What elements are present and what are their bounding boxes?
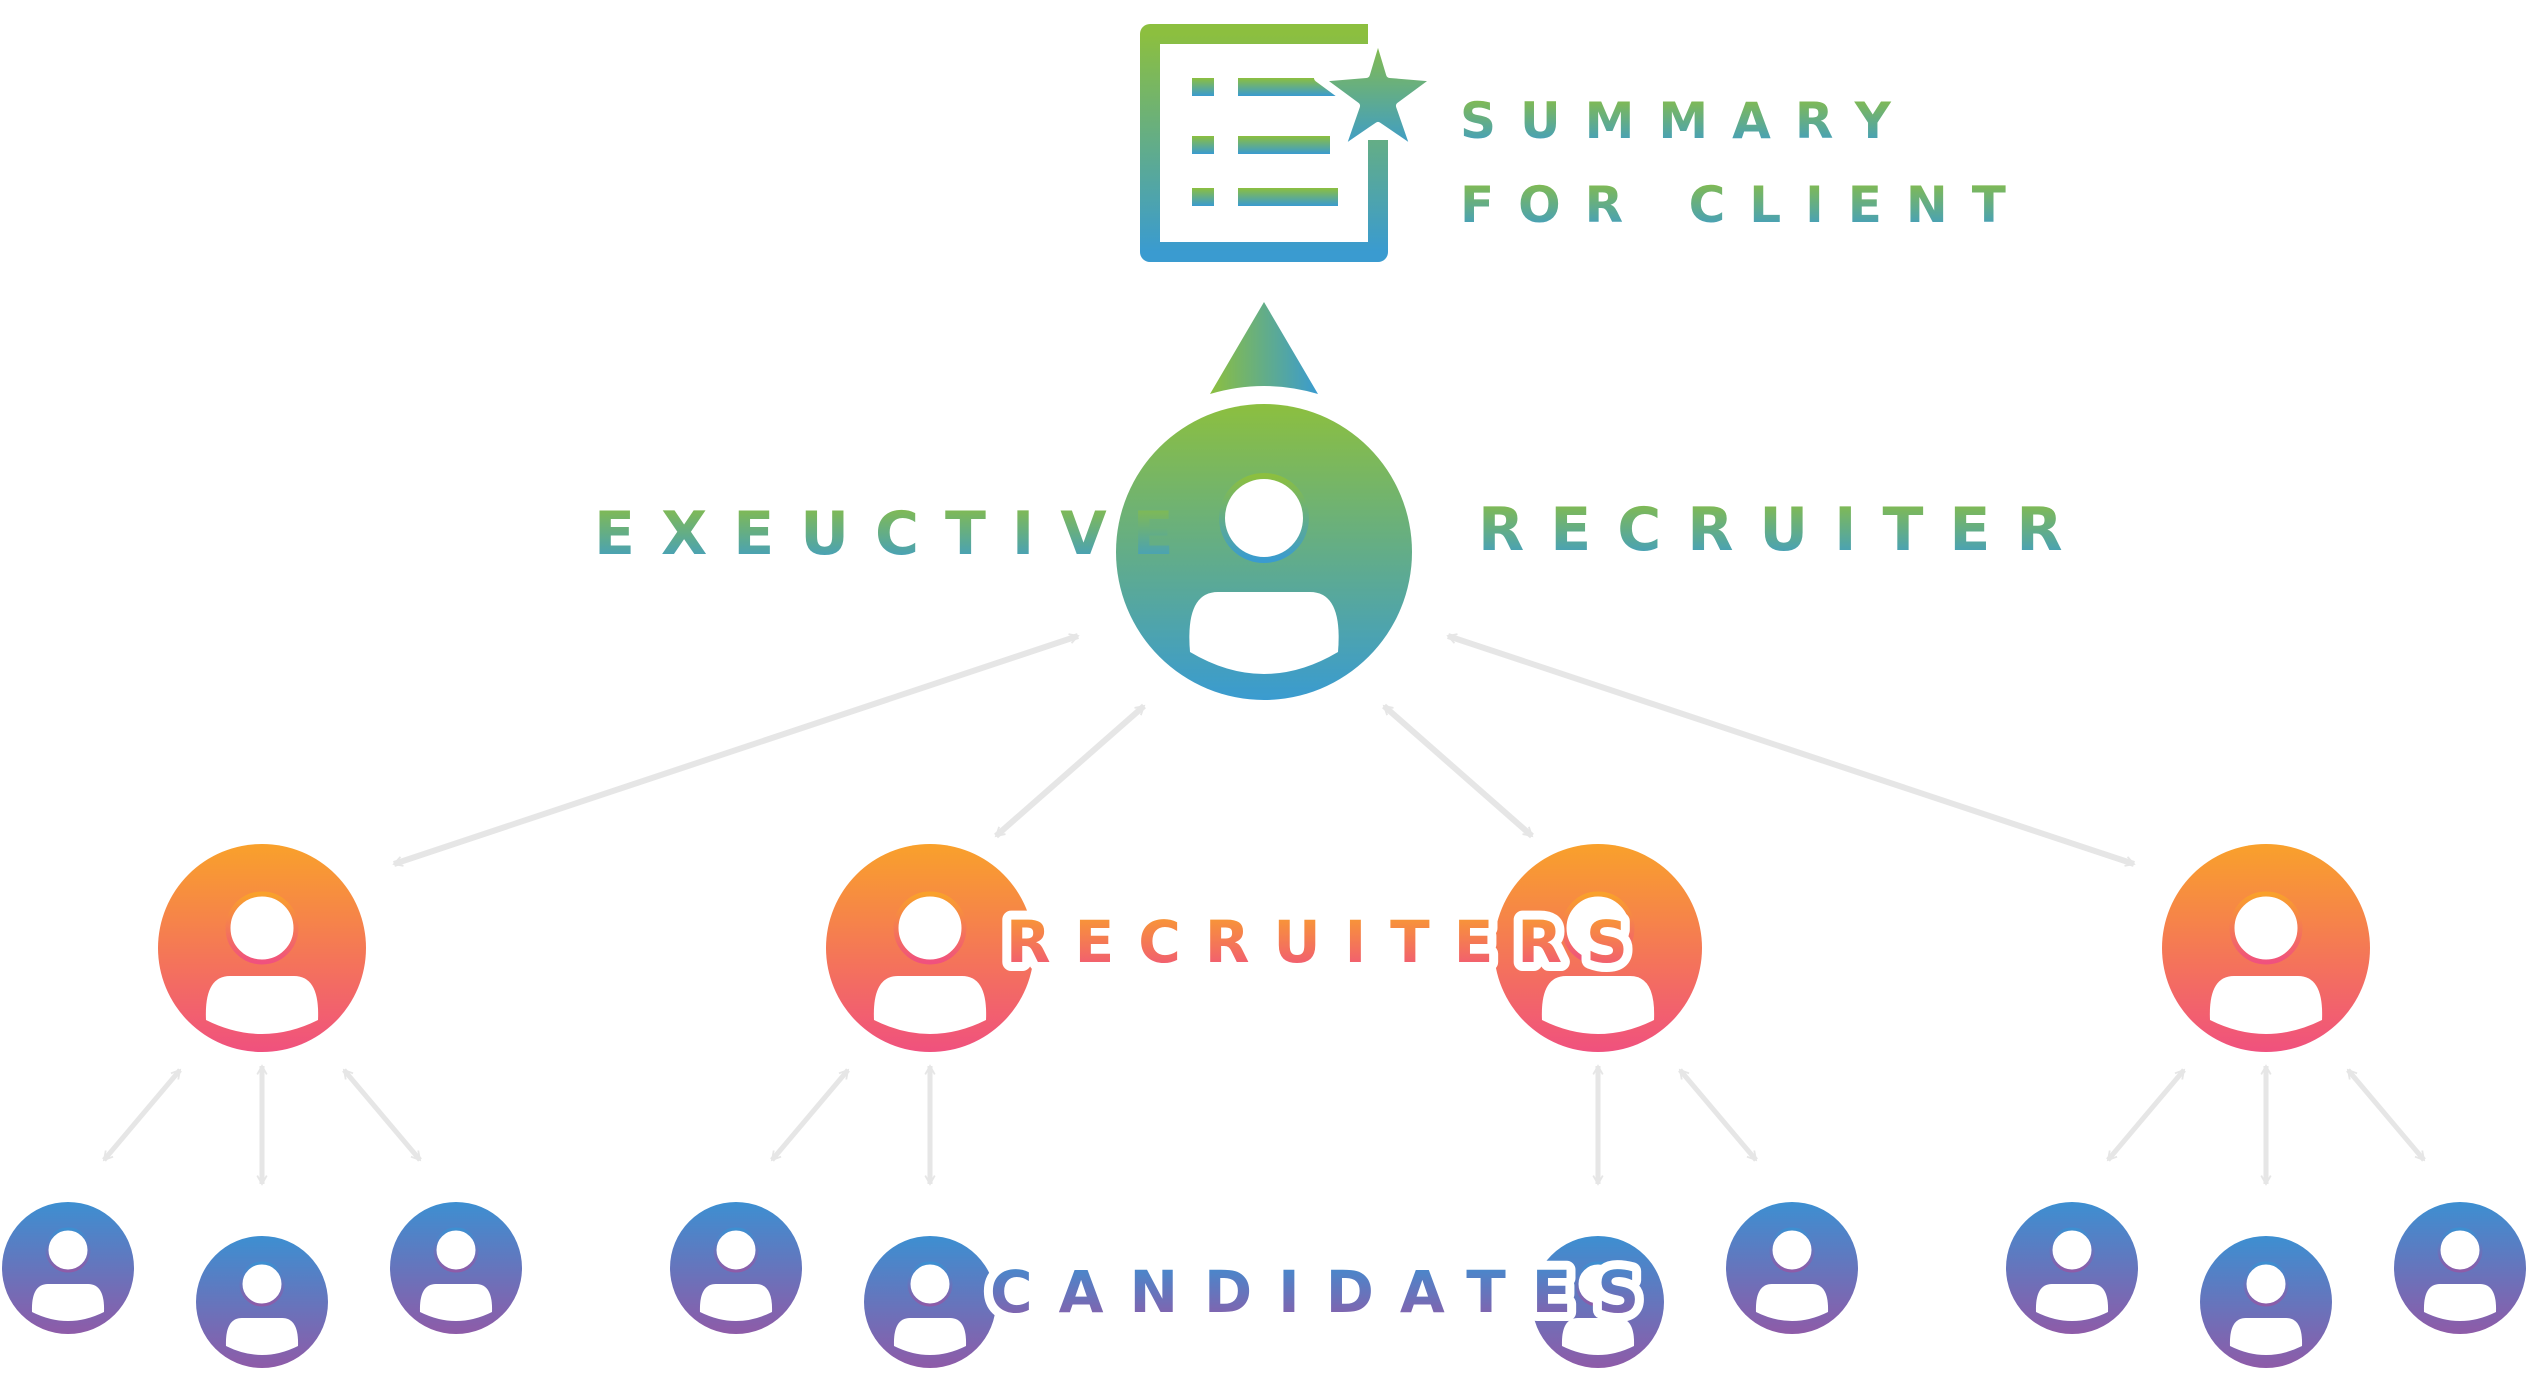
link-r1-c1 — [102, 1068, 182, 1162]
person-icon — [205, 891, 319, 1034]
candidates-label: CANDIDATES — [990, 1258, 1665, 1326]
person-icon — [225, 1261, 299, 1355]
person-icon — [1541, 891, 1655, 1034]
candidate-node-4 — [670, 1202, 802, 1334]
exec-recruiter-links — [392, 633, 2136, 867]
candidate-node-1 — [2, 1202, 134, 1334]
candidate-node-10 — [2394, 1202, 2526, 1334]
recruiters-label-halo: RECRUITERS — [1006, 908, 1652, 976]
link-r1-c3 — [342, 1068, 422, 1162]
person-icon — [699, 1227, 773, 1321]
recruiter-node-4 — [2162, 844, 2370, 1052]
candidate-node-9 — [2200, 1236, 2332, 1368]
person-icon — [2035, 1227, 2109, 1321]
link-r3-c3 — [1678, 1068, 1758, 1162]
link-exec-recruiter-4 — [1446, 633, 2136, 867]
person-icon — [2209, 891, 2323, 1034]
recruiter-candidate-links — [102, 1064, 2426, 1186]
summary-title-line1: SUMMARY — [1460, 92, 1915, 150]
link-exec-recruiter-2 — [994, 703, 1146, 839]
candidate-node-7 — [1726, 1202, 1858, 1334]
candidate-node-2 — [196, 1236, 328, 1368]
executive-recruiter-node — [1116, 404, 1412, 700]
person-icon — [1755, 1227, 1829, 1321]
up-arrow — [1210, 302, 1318, 394]
link-exec-recruiter-1 — [392, 633, 1080, 867]
candidate-node-3 — [390, 1202, 522, 1334]
candidates-label-halo: CANDIDATES — [990, 1258, 1665, 1326]
link-r4-c1 — [2106, 1068, 2186, 1162]
link-exec-recruiter-3 — [1382, 703, 1534, 839]
summary-title-line2: FOR CLIENT — [1460, 176, 2030, 234]
person-icon — [419, 1227, 493, 1321]
person-icon — [2229, 1261, 2303, 1355]
candidate-nodes — [2, 1202, 2526, 1368]
person-icon — [31, 1227, 105, 1321]
recruiter-node-1 — [158, 844, 366, 1052]
document-star-icon — [1140, 24, 1442, 262]
person-icon — [893, 1261, 967, 1355]
candidate-node-5 — [864, 1236, 996, 1368]
link-r2-c1 — [770, 1068, 850, 1162]
executive-label-right: RECRUITER — [1478, 495, 2089, 565]
person-icon — [1189, 473, 1339, 674]
link-r4-c3 — [2346, 1068, 2426, 1162]
star-icon — [1314, 30, 1442, 156]
recruiter-node-2 — [826, 844, 1034, 1052]
candidate-node-6 — [1532, 1236, 1664, 1368]
candidate-node-8 — [2006, 1202, 2138, 1334]
person-icon — [873, 891, 987, 1034]
person-icon — [1561, 1261, 1635, 1355]
executive-label-left: EXEUCTIVE — [594, 499, 1200, 569]
recruiter-node-3 — [1494, 844, 1702, 1052]
person-icon — [2423, 1227, 2497, 1321]
recruiters-label: RECRUITERS — [1006, 908, 1652, 976]
